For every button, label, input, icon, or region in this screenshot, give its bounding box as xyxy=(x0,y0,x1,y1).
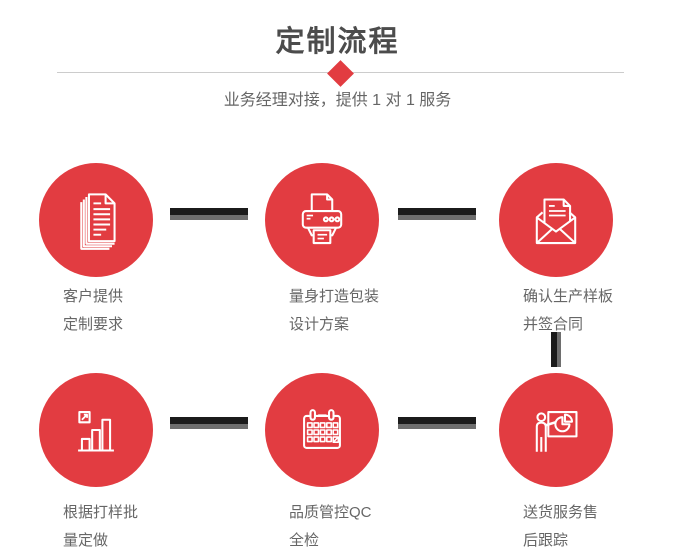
calendar-icon xyxy=(303,409,341,449)
step-circle xyxy=(265,373,379,487)
step-label: 根据打样批 量定做 xyxy=(63,504,139,549)
connector-step1-step2 xyxy=(170,208,248,220)
step-confirm-sample: 确认生产样板 并签合同 xyxy=(499,163,629,339)
connector-step2-step3 xyxy=(398,208,476,220)
step-circle xyxy=(265,163,379,277)
step-label: 客户提供 定制要求 xyxy=(63,288,124,333)
diamond-marker xyxy=(327,60,354,87)
connector-step3-step6 xyxy=(551,332,561,367)
documents-icon xyxy=(80,193,116,250)
step-quality-control: 品质管控QC 全检 xyxy=(265,373,395,550)
step-label: 送货服务售 后跟踪 xyxy=(523,504,599,549)
step-delivery-aftersales: 送货服务售 后跟踪 xyxy=(499,373,629,550)
step-label: 量身打造包装 设计方案 xyxy=(289,288,380,333)
step-mass-production: 根据打样批 量定做 xyxy=(39,373,169,550)
step-label: 确认生产样板 并签合同 xyxy=(523,288,614,333)
step-circle xyxy=(499,163,613,277)
step-customer-requirements: 客户提供 定制要求 xyxy=(39,163,169,339)
step-circle xyxy=(39,163,153,277)
presentation-icon xyxy=(535,411,578,452)
page-subtitle: 业务经理对接，提供 1 对 1 服务 xyxy=(223,92,452,109)
step-circle xyxy=(499,373,613,487)
connector-step5-step6 xyxy=(398,417,476,429)
bar-chart-icon xyxy=(78,411,114,452)
envelope-icon xyxy=(535,198,577,245)
step-circle xyxy=(39,373,153,487)
page-title: 定制流程 xyxy=(275,26,400,58)
step-packaging-design: 量身打造包装 设计方案 xyxy=(265,163,395,339)
step-label: 品质管控QC 全检 xyxy=(289,504,372,549)
connector-step4-step5 xyxy=(170,417,248,429)
printer-icon xyxy=(301,193,343,245)
